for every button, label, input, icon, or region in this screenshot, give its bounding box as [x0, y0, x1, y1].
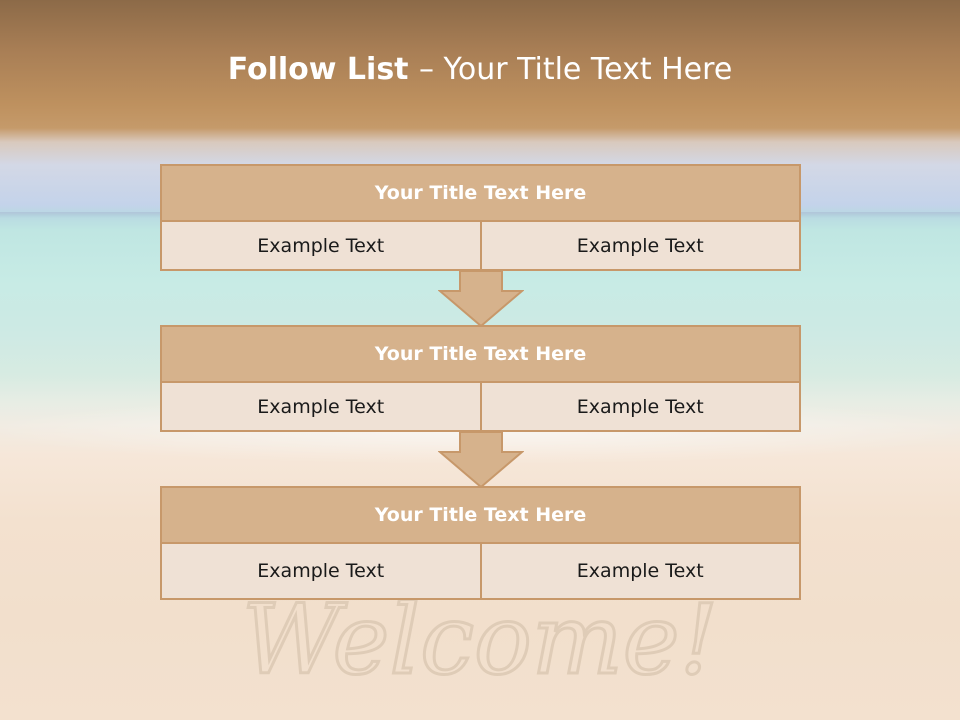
step-box-3: Your Title Text Here Example Text Exampl… [160, 486, 801, 600]
sand-writing-image: Welcome! [240, 585, 719, 695]
step-title: Your Title Text Here [162, 488, 799, 544]
sand-writing-text: Welcome! [242, 585, 718, 695]
step-title: Your Title Text Here [162, 166, 799, 222]
title-regular-part: – Your Title Text Here [418, 52, 733, 87]
step-cell-right: Example Text [479, 383, 800, 430]
step-cell-right: Example Text [479, 222, 800, 269]
step-cell-left: Example Text [257, 234, 385, 257]
step-cell-left: Example Text [257, 395, 385, 418]
title-bold-part: Follow List [227, 52, 419, 87]
step-box-1: Your Title Text Here Example Text Exampl… [160, 164, 801, 271]
step-cell-left: Example Text [257, 560, 385, 582]
step-row: Example Text Example Text [162, 222, 799, 269]
down-arrow-icon [438, 271, 524, 327]
step-cell-right: Example Text [479, 544, 800, 598]
slide-title: Follow List – Your Title Text Here [0, 52, 960, 102]
down-arrow-icon [438, 432, 524, 488]
step-title: Your Title Text Here [162, 327, 799, 383]
step-row: Example Text Example Text [162, 383, 799, 430]
step-row: Example Text Example Text [162, 544, 799, 598]
step-box-2: Your Title Text Here Example Text Exampl… [160, 325, 801, 432]
